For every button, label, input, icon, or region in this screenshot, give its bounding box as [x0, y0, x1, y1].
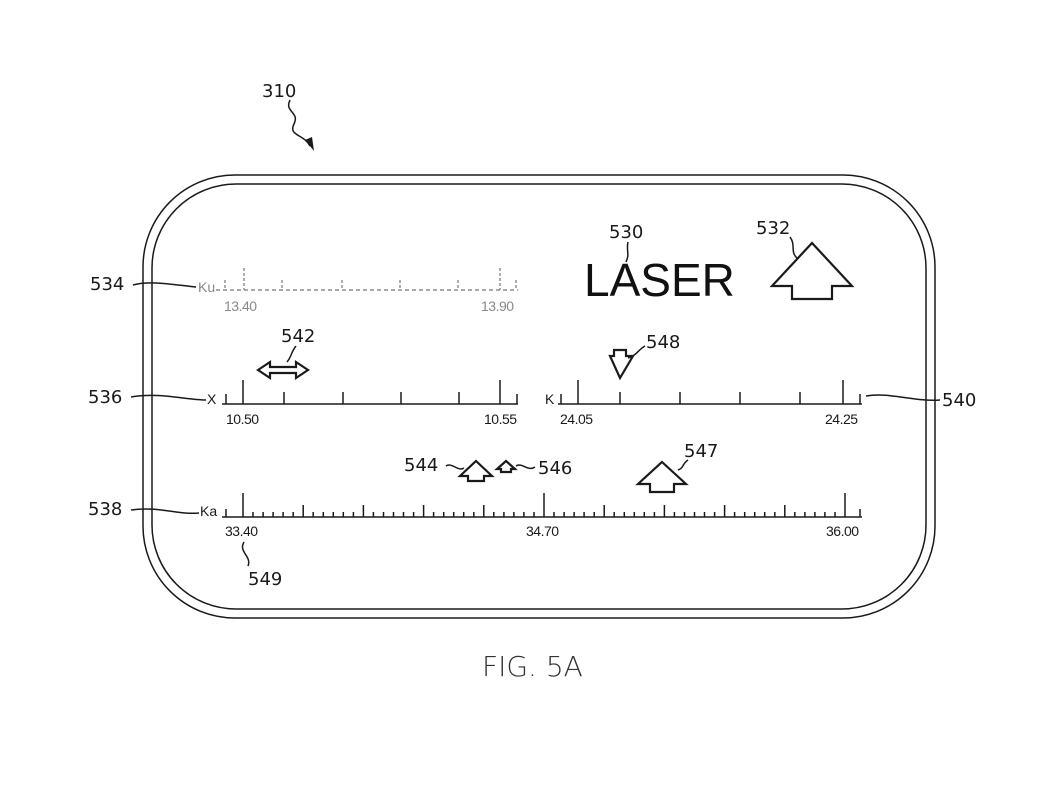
- ref-536: 536: [88, 387, 122, 408]
- x-left-tick-label: 10.50: [226, 411, 259, 427]
- ref-310: 310: [262, 81, 296, 102]
- mode-up-arrow: [769, 241, 855, 301]
- ref-549-leader: [241, 541, 250, 567]
- k-right-tick-label: 24.25: [825, 411, 858, 427]
- ref-540: 540: [942, 390, 976, 411]
- ref-538: 538: [88, 499, 122, 520]
- x-double-arrow: [256, 359, 310, 381]
- ref-530-leader: [625, 241, 629, 263]
- ref-536-leader: [130, 394, 207, 401]
- ref-549: 549: [248, 569, 282, 590]
- ref-544-leader: [445, 464, 465, 470]
- mode-label: LASER: [584, 254, 735, 306]
- k-ticks: [560, 380, 861, 404]
- ref-532-leader: [789, 236, 798, 259]
- ka-up-arrow-546: [494, 459, 518, 474]
- ka-ticks: [225, 493, 861, 517]
- ka-right-tick-label: 36.00: [826, 523, 859, 539]
- ref-546-leader: [515, 464, 536, 470]
- ref-547: 547: [684, 441, 718, 462]
- ku-band-label: Ku: [198, 279, 215, 295]
- display-frame-outer: [142, 174, 936, 619]
- ku-right-tick-label: 13.90: [481, 298, 514, 314]
- ref-542: 542: [281, 326, 315, 347]
- ref-534-leader: [132, 282, 197, 288]
- ref-538-leader: [130, 508, 200, 515]
- ref-542-leader: [286, 345, 297, 363]
- k-left-tick-label: 24.05: [560, 411, 593, 427]
- k-band-label: K: [545, 391, 555, 407]
- x-band-label: X: [207, 391, 217, 407]
- ka-mid-tick-label: 34.70: [526, 523, 559, 539]
- ref-544: 544: [404, 455, 438, 476]
- ref-548: 548: [646, 332, 680, 353]
- ref-310-arrowhead: [305, 137, 314, 151]
- ka-up-arrow-544: [457, 459, 495, 483]
- ref-532: 532: [756, 218, 790, 239]
- ref-547-leader: [677, 459, 689, 471]
- ka-up-arrow-547: [635, 460, 689, 494]
- display-frame-inner: [151, 183, 927, 610]
- ref-534: 534: [90, 274, 124, 295]
- ku-ticks: [224, 268, 517, 290]
- ref-530: 530: [609, 222, 643, 243]
- figure-caption: FIG. 5A: [482, 650, 583, 683]
- ref-540-leader: [865, 394, 941, 402]
- ku-left-tick-label: 13.40: [224, 298, 257, 314]
- ref-546: 546: [538, 458, 572, 479]
- k-down-arrow: [608, 348, 635, 381]
- ka-left-tick-label: 33.40: [225, 523, 258, 539]
- ref-310-leader: [287, 99, 311, 147]
- ref-548-leader: [627, 345, 646, 359]
- ka-band-label: Ka: [200, 503, 217, 519]
- x-right-tick-label: 10.55: [484, 411, 517, 427]
- x-ticks: [225, 380, 518, 404]
